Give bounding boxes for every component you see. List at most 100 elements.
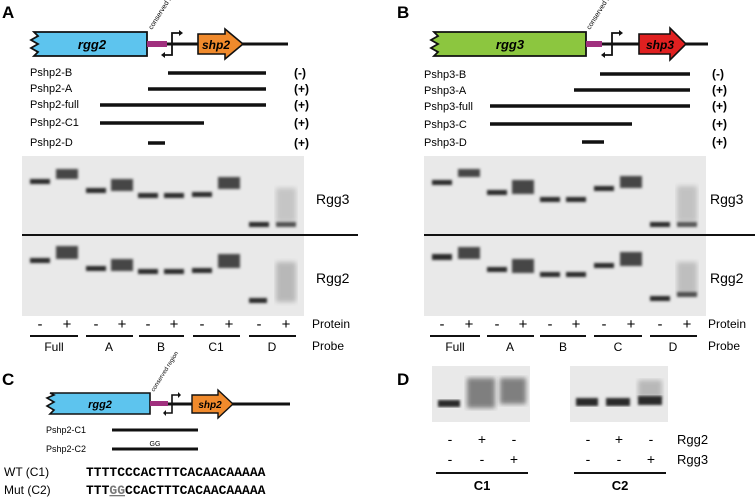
rgg3-gene-label: rgg3 [496, 37, 525, 52]
gel-band [512, 180, 534, 194]
conserved-region-label: conserved region [148, 0, 182, 31]
probe-groups-a: Full A B C1 D [44, 340, 276, 354]
sequence-mut: TTTGGCCACTTTCACAACAAAAA [86, 483, 266, 498]
lane-sign: - [200, 316, 205, 333]
rgg2-row-label: Rgg2 [677, 432, 708, 447]
sequence-wt-label: WT (C1) [4, 465, 49, 479]
gel-band [512, 259, 534, 273]
lane-sign: + [510, 451, 518, 467]
lane-sign: + [63, 316, 72, 333]
panel-label-d: D [397, 370, 409, 389]
sequence-mut-prefix: TTT [86, 483, 110, 498]
lane-sign: + [465, 316, 474, 333]
gel-top-label: Rgg3 [710, 191, 744, 207]
probe-list-b: Pshp3-B (-) Pshp3-A (+) Pshp3-full (+) P… [424, 67, 727, 149]
rgg3-row-label: Rgg3 [677, 452, 708, 467]
gel-band [458, 247, 480, 259]
probe-result: (+) [712, 99, 727, 113]
gel-band [86, 188, 106, 193]
gel-band [594, 263, 614, 268]
panel-a: A rgg2 conserved region shp2 Pshp2-B (-)… [2, 0, 358, 354]
gel-smear [500, 378, 526, 404]
lane-sign: + [615, 431, 623, 447]
probe-group-label: B [157, 340, 165, 354]
gel-smear [276, 262, 296, 302]
probe-result: (+) [712, 117, 727, 131]
lane-sign: + [282, 316, 291, 333]
rgg2-gene-label: rgg2 [88, 399, 112, 411]
lane-sign: - [146, 316, 151, 333]
sequences-c: WT (C1) TTTTCCCACTTTCACAACAAAAA Mut (C2)… [4, 465, 266, 498]
gel-b: Rgg3 Rgg2 [424, 156, 755, 316]
probe-label: Pshp3-D [424, 137, 467, 149]
rgg2-signs-d: - + - - + - [448, 431, 654, 447]
gel-band [620, 176, 642, 188]
gel-d2 [570, 366, 668, 422]
gene-map-c: rgg2 conserved region shp2 [45, 351, 290, 420]
gel-band [677, 222, 697, 227]
gel-smear [467, 378, 495, 408]
gel-band [56, 246, 78, 259]
lane-sign: - [658, 316, 663, 333]
probe-label: Pshp3-B [424, 69, 466, 81]
gel-band [594, 186, 614, 191]
probe-group-label: D [268, 340, 277, 354]
probe-group-label: A [506, 340, 514, 354]
probe-axis-label: Probe [708, 339, 740, 353]
probe-result: (+) [294, 98, 309, 112]
probe-result: (+) [294, 136, 309, 150]
promoter-arrow-icon [163, 392, 181, 416]
gel-smear [276, 188, 296, 222]
lane-sign: + [627, 316, 636, 333]
lane-sign: - [495, 316, 500, 333]
gel-band [638, 396, 662, 405]
lane-sign: - [480, 451, 485, 467]
shp2-gene-label: shp2 [198, 400, 222, 411]
gel-band [677, 292, 697, 297]
gel-band [438, 400, 460, 407]
probe-result: (+) [712, 83, 727, 97]
gel-band [487, 190, 507, 195]
lane-sign: - [448, 431, 453, 447]
lane-sign: - [512, 431, 517, 447]
lane-sign: - [617, 451, 622, 467]
gel-smear [677, 262, 697, 294]
conserved-region-mark [586, 41, 602, 47]
gel-band [650, 296, 670, 301]
gel-band [606, 398, 630, 406]
probe-label: Pshp2-C1 [46, 425, 86, 435]
lane-signs-b: - + - + - + - + - + [440, 316, 692, 333]
gel-band [566, 197, 586, 202]
lane-sign: - [586, 431, 591, 447]
lane-sign: + [478, 431, 486, 447]
lane-sign: - [548, 316, 553, 333]
gel-bottom-label: Rgg2 [316, 270, 350, 286]
gel-a: Rgg3 Rgg2 [22, 156, 358, 316]
probe-result: (+) [712, 135, 727, 149]
probe-list-c: Pshp2-C1 Pshp2-C2 GG [46, 425, 198, 454]
probe-result: (-) [294, 66, 306, 80]
probe-group-label: D [669, 340, 678, 354]
lane-sign: + [225, 316, 234, 333]
panel-label-a: A [2, 3, 14, 22]
probe-result: (+) [294, 116, 309, 130]
gene-map-b: rgg3 conserved region shp3 [429, 0, 708, 62]
sequence-mut-suffix: CCACTTTCACAACAAAAA [125, 483, 266, 498]
gel-band [138, 193, 158, 198]
conserved-region-mark [147, 41, 167, 47]
probe-result: (+) [294, 82, 309, 96]
conserved-region-label: conserved region [586, 0, 620, 31]
probe-label: Pshp3-A [424, 85, 467, 97]
lane-sign: - [649, 431, 654, 447]
gel-band [164, 193, 184, 198]
probe-group-label: Full [44, 340, 63, 354]
sequence-wt: TTTTCCCACTTTCACAACAAAAA [86, 465, 266, 480]
gel-band [164, 269, 184, 274]
protein-label: Protein [312, 317, 350, 331]
mutation-mark: GG [150, 441, 161, 448]
lane-sign: - [602, 316, 607, 333]
lane-sign: + [647, 451, 655, 467]
gel-band [458, 169, 480, 177]
gel-band [111, 179, 133, 191]
